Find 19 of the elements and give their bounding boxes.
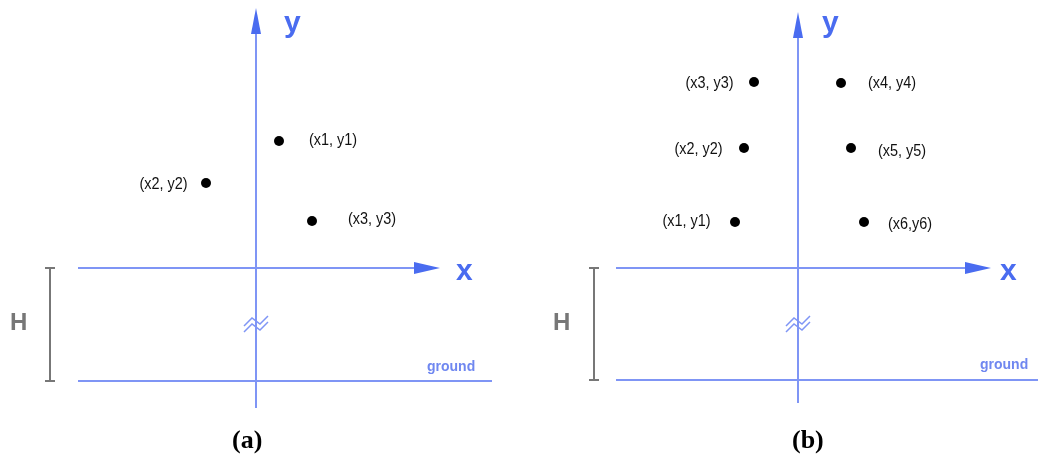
panel-caption: (a)	[232, 427, 263, 453]
point-label: (x5, y5)	[878, 141, 927, 159]
point-label: (x1, y1)	[662, 211, 711, 229]
point-label: (x2, y2)	[674, 139, 723, 157]
point-label: (x1, y1)	[309, 130, 358, 148]
dimension-label: H	[553, 310, 571, 334]
axis-label: x	[456, 255, 473, 285]
point-label: (x3, y3)	[685, 73, 734, 91]
point-label: (x4, y4)	[868, 73, 917, 91]
point-label: (x3, y3)	[348, 209, 397, 227]
axis-label: y	[822, 7, 839, 37]
ground-label: ground	[427, 359, 476, 373]
point-label: (x2, y2)	[139, 174, 188, 192]
axis-label: y	[284, 7, 301, 37]
panel-caption: (b)	[792, 427, 824, 453]
dimension-label: H	[10, 310, 28, 334]
axis-label: x	[1000, 255, 1017, 285]
point-label: (x6,y6)	[888, 214, 933, 232]
ground-label: ground	[980, 357, 1029, 371]
